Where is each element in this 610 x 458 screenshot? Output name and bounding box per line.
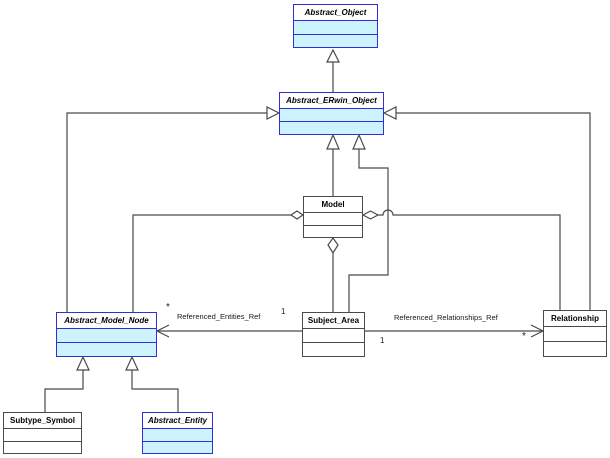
class-subject-area-operations <box>303 342 364 356</box>
class-subtype-symbol-operations <box>4 440 81 453</box>
generalization-relationship-to-abstract-erwin-object <box>382 106 591 310</box>
class-subtype-symbol: Subtype_Symbol <box>3 412 82 454</box>
referenced-relationships-ref-target-multiplicity: * <box>522 331 526 342</box>
generalization-model-to-abstract-erwin-object <box>326 133 340 196</box>
class-subtype-symbol-title: Subtype_Symbol <box>4 413 81 428</box>
generalization-abstract-model-node-to-abstract-erwin-object <box>66 106 281 312</box>
class-model-title: Model <box>304 197 362 212</box>
class-subject-area: Subject_Area <box>302 312 365 357</box>
class-relationship-operations <box>544 341 606 356</box>
class-relationship-attributes <box>544 326 606 341</box>
class-abstract-entity: Abstract_Entity <box>142 412 213 454</box>
class-abstract-entity-title: Abstract_Entity <box>143 413 212 428</box>
class-abstract-entity-attributes <box>143 428 212 441</box>
class-abstract-model-node-operations <box>57 342 156 356</box>
class-relationship: Relationship <box>543 310 607 357</box>
referenced-relationships-ref-label: Referenced_Relationships_Ref <box>394 313 498 322</box>
generalization-abstract-erwin-object-to-abstract-object <box>326 48 340 92</box>
generalization-subtype-symbol-to-abstract-model-node <box>44 355 90 412</box>
aggregation-model-relationship <box>361 209 561 310</box>
class-model-attributes <box>304 212 362 225</box>
class-abstract-erwin-object-attributes <box>280 108 383 121</box>
referenced-relationships-ref-source-multiplicity: 1 <box>380 336 385 345</box>
class-subject-area-title: Subject_Area <box>303 313 364 328</box>
class-abstract-object-operations <box>294 33 377 47</box>
class-abstract-erwin-object-title: Abstract_ERwin_Object <box>280 93 383 108</box>
class-abstract-model-node-title: Abstract_Model_Node <box>57 313 156 328</box>
referenced-entities-ref-label: Referenced_Entities_Ref <box>177 312 261 321</box>
association-referenced-entities-ref <box>155 324 302 338</box>
aggregation-model-subject-area <box>327 236 339 312</box>
class-subtype-symbol-attributes <box>4 428 81 441</box>
class-abstract-erwin-object-operations <box>280 121 383 134</box>
class-model: Model <box>303 196 363 238</box>
class-abstract-entity-operations <box>143 440 212 453</box>
generalization-abstract-entity-to-abstract-model-node <box>125 355 179 412</box>
class-abstract-object-title: Abstract_Object <box>294 5 377 20</box>
aggregation-model-abstract-model-node <box>132 210 305 312</box>
generalization-subject-area-to-abstract-erwin-object <box>348 133 389 312</box>
class-relationship-title: Relationship <box>544 311 606 326</box>
class-abstract-model-node: Abstract_Model_Node <box>56 312 157 357</box>
class-abstract-model-node-attributes <box>57 328 156 342</box>
class-abstract-object-attributes <box>294 20 377 34</box>
referenced-entities-ref-target-multiplicity: * <box>166 302 170 313</box>
class-abstract-erwin-object: Abstract_ERwin_Object <box>279 92 384 135</box>
referenced-entities-ref-source-multiplicity: 1 <box>281 307 286 316</box>
class-subject-area-attributes <box>303 328 364 342</box>
class-model-operations <box>304 224 362 237</box>
association-referenced-relationships-ref <box>365 324 545 338</box>
class-abstract-object: Abstract_Object <box>293 4 378 48</box>
